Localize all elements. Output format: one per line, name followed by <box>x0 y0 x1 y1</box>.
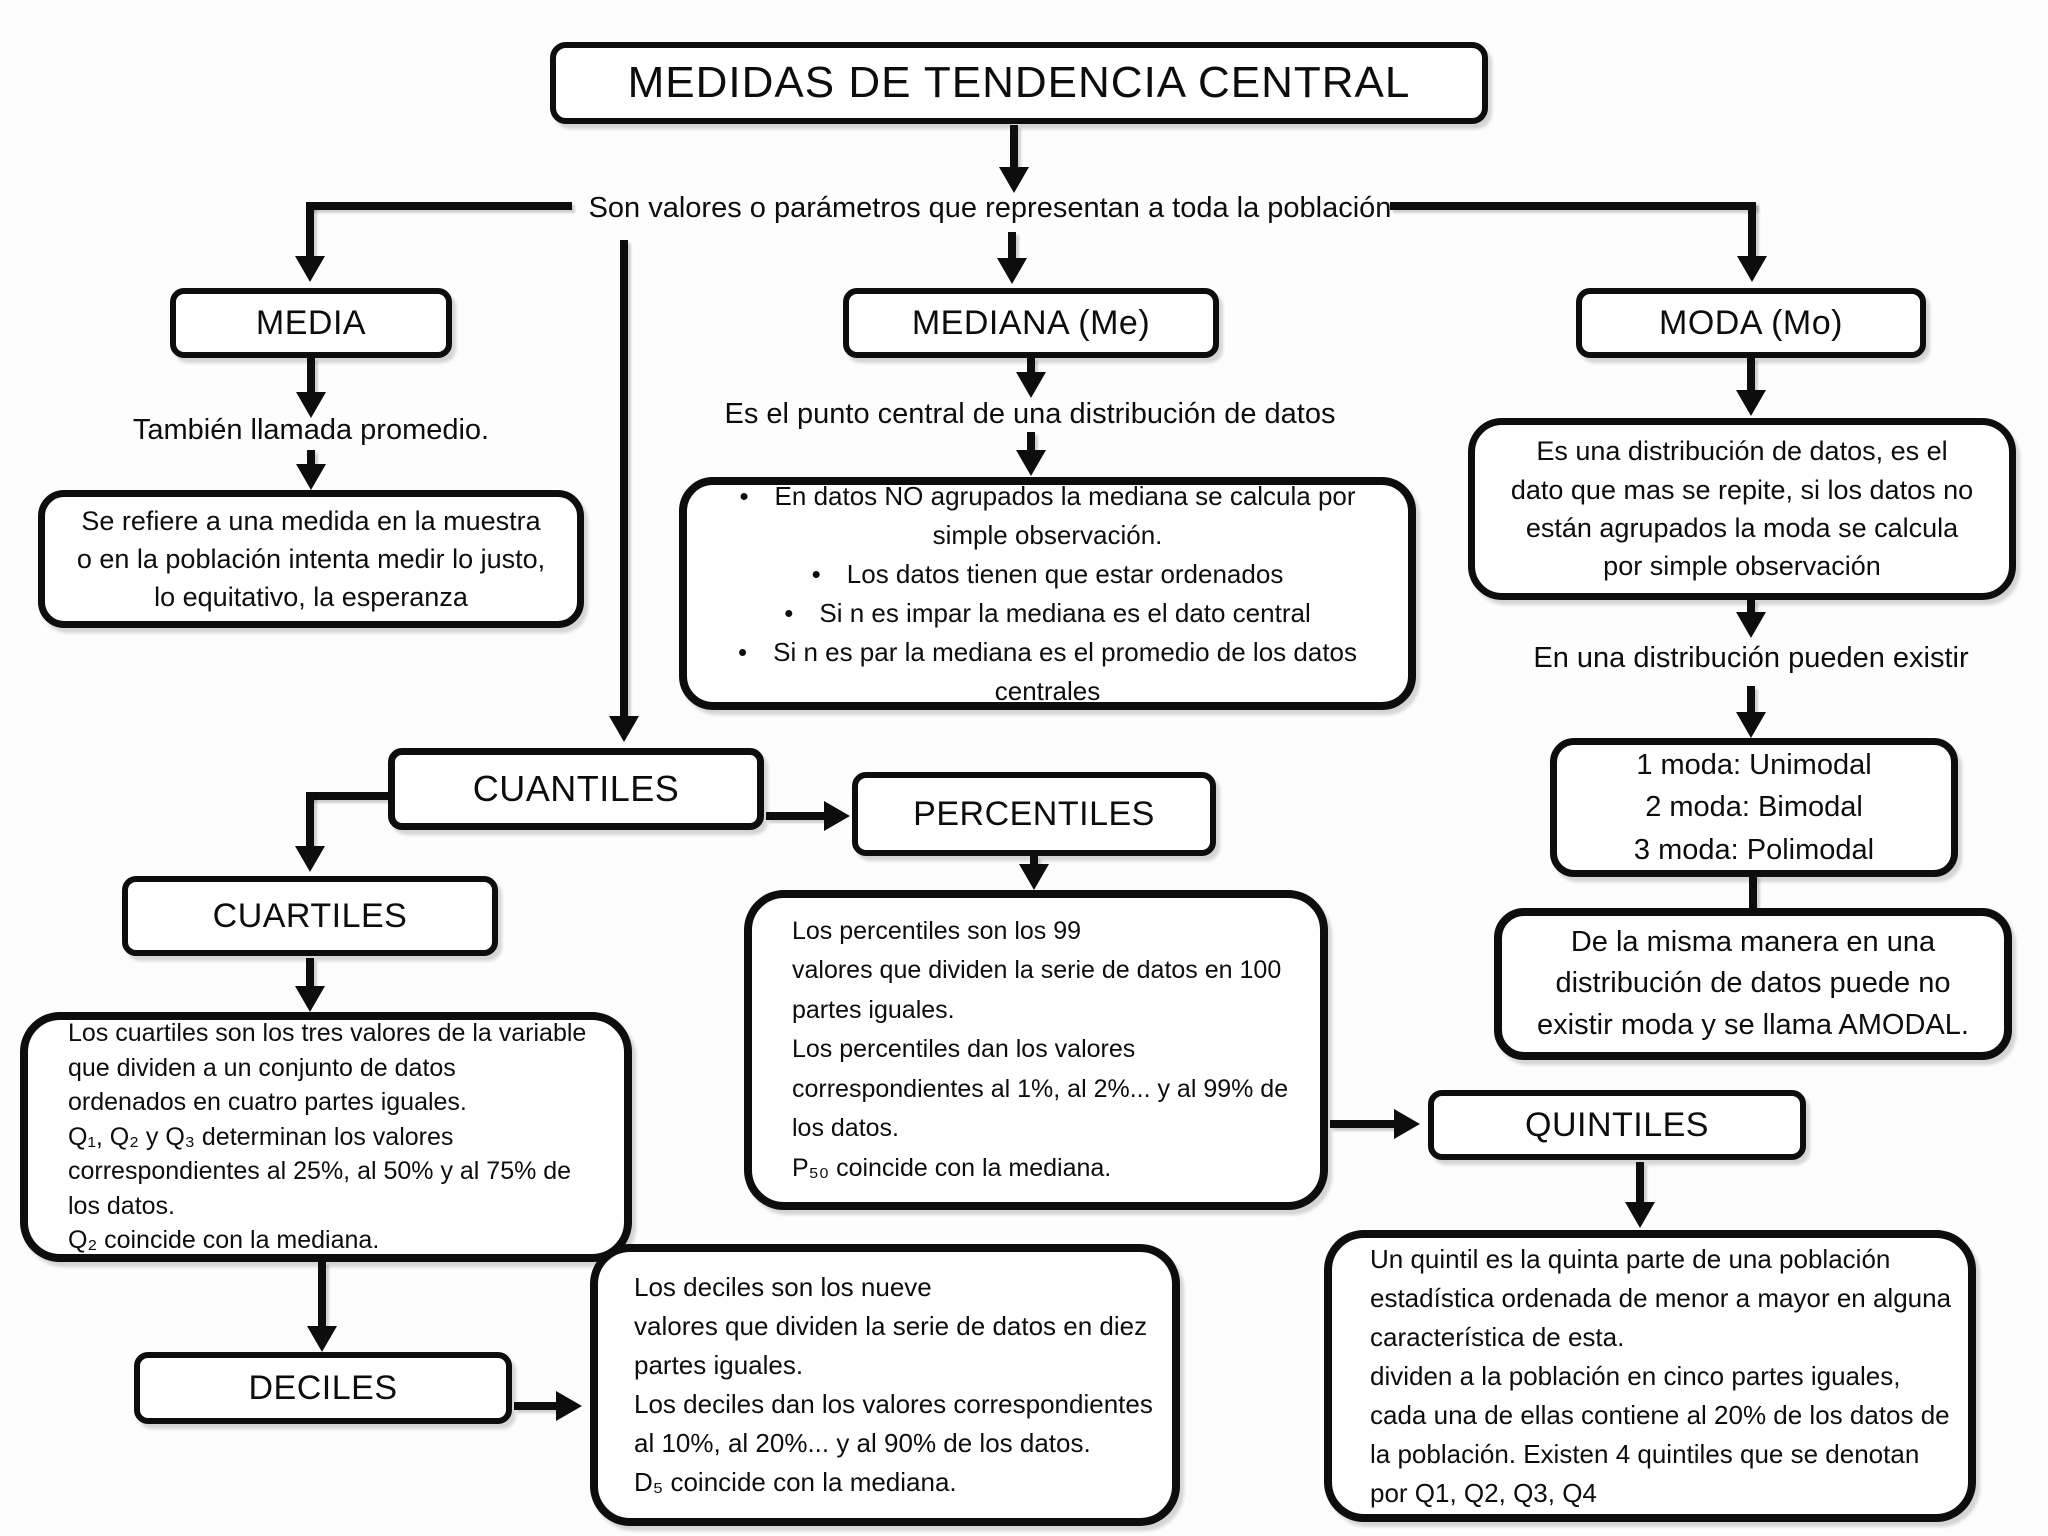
amodal-text: De la misma manera en una distribución d… <box>1537 926 1969 1041</box>
subtitle-text: Son valores o parámetros que representan… <box>588 192 1392 224</box>
arrow-to-cuantiles-head <box>609 716 639 742</box>
arrow-note-to-mediana-bullets-head <box>1016 450 1046 476</box>
mediana-box: MEDIANA (Me) <box>843 288 1219 358</box>
cuantiles-box: CUANTILES <box>388 748 764 830</box>
arrow-note-to-modes-line <box>1747 686 1755 712</box>
moda-description-box: Es una distribución de datos, es el dato… <box>1468 418 2016 600</box>
quintiles-description: Un quintil es la quinta parte de una pob… <box>1370 1243 1952 1508</box>
percentiles-box: PERCENTILES <box>852 772 1216 856</box>
quintiles-label: QUINTILES <box>1525 1105 1709 1144</box>
moda-modes: 1 moda: Unimodal 2 moda: Bimodal 3 moda:… <box>1633 749 1875 866</box>
percentiles-description: Los percentiles son los 99 valores que d… <box>792 916 1289 1182</box>
media-box: MEDIA <box>170 288 452 358</box>
arrow-cuantiles-to-cuartiles-head <box>295 846 325 872</box>
percentiles-description-box: Los percentiles son los 99 valores que d… <box>744 890 1328 1210</box>
arrow-media-to-note-head <box>296 392 326 418</box>
cuartiles-description: Los cuartiles son los tres valores de la… <box>68 1019 587 1255</box>
cuartiles-label: CUARTILES <box>212 896 408 935</box>
line-modes-to-amodal <box>1749 875 1757 908</box>
arrow-media-to-note-line <box>307 358 315 392</box>
arrow-title-to-subtitle-line <box>1010 125 1018 167</box>
mediana-bullets: • En datos NO agrupados la mediana se ca… <box>738 480 1357 706</box>
mediana-note: Es el punto central de una distribución … <box>724 398 1336 430</box>
arrow-note-to-modes-head <box>1736 712 1766 738</box>
arrow-moda-desc-to-note-line <box>1747 600 1755 612</box>
mediana-label: MEDIANA (Me) <box>911 303 1151 342</box>
cuartiles-description-box: Los cuartiles son los tres valores de la… <box>20 1012 632 1262</box>
arrow-cuartiles-to-desc-line <box>306 958 314 986</box>
arrow-cuartiles-to-desc-head <box>295 986 325 1012</box>
arrow-to-moda-head <box>1737 256 1767 282</box>
arrow-note-to-mediana-bullets-line <box>1027 432 1035 450</box>
media-description: Se refiere a una medida en la muestra o … <box>76 505 546 613</box>
media-label: MEDIA <box>255 303 367 342</box>
subtitle-left-line <box>306 202 572 210</box>
moda-label: MODA (Mo) <box>1659 303 1843 342</box>
amodal-box: De la misma manera en una distribución d… <box>1494 908 2012 1060</box>
arrow-quintiles-to-desc-line <box>1636 1162 1644 1202</box>
deciles-description: Los deciles son los nueve valores que di… <box>634 1272 1153 1497</box>
arrow-to-media-line <box>306 202 314 256</box>
quintiles-box: QUINTILES <box>1428 1090 1806 1160</box>
arrow-percentiles-to-desc-head <box>1019 864 1049 890</box>
percentiles-label: PERCENTILES <box>913 794 1155 833</box>
arrow-note-to-media-desc-head <box>296 464 326 490</box>
moda-modes-box: 1 moda: Unimodal 2 moda: Bimodal 3 moda:… <box>1550 738 1958 877</box>
moda-description: Es una distribución de datos, es el dato… <box>1510 436 1974 582</box>
arrow-cuartdesc-to-deciles-line <box>318 1262 326 1326</box>
moda-box: MODA (Mo) <box>1576 288 1926 358</box>
title-box: MEDIDAS DE TENDENCIA CENTRAL <box>550 42 1488 124</box>
arrow-moda-desc-to-note-head <box>1736 612 1766 638</box>
arrow-percentiles-to-desc-line <box>1030 856 1038 864</box>
moda-note: En una distribución pueden existir <box>1533 642 1969 674</box>
arrow-to-mediana-line <box>1008 232 1016 258</box>
arrow-title-to-subtitle-head <box>999 167 1029 193</box>
arrow-cuantiles-to-percentiles-head <box>824 801 850 831</box>
arrow-moda-to-desc-line <box>1747 358 1755 390</box>
arrow-cuantiles-to-cuartiles-hline <box>306 792 388 800</box>
subtitle-right-line <box>1390 202 1756 210</box>
arrow-mediana-to-note-line <box>1027 358 1035 372</box>
quintiles-description-box: Un quintil es la quinta parte de una pob… <box>1324 1230 1976 1522</box>
arrow-note-to-media-desc-line <box>307 450 315 464</box>
deciles-description-box: Los deciles son los nueve valores que di… <box>590 1244 1180 1526</box>
page-title: MEDIDAS DE TENDENCIA CENTRAL <box>627 58 1411 107</box>
arrow-quintiles-to-desc-head <box>1625 1202 1655 1228</box>
deciles-label: DECILES <box>248 1368 398 1407</box>
cuartiles-box: CUARTILES <box>122 876 498 956</box>
arrow-deciles-to-desc-head <box>556 1391 582 1421</box>
arrow-cuantiles-to-cuartiles-vline <box>306 792 314 846</box>
arrow-percdesc-to-quintiles-line <box>1330 1120 1394 1128</box>
arrow-deciles-to-desc-line <box>514 1402 556 1410</box>
deciles-box: DECILES <box>134 1352 512 1424</box>
arrow-to-media-head <box>295 256 325 282</box>
arrow-to-cuantiles-line <box>620 240 628 716</box>
media-description-box: Se refiere a una medida en la muestra o … <box>38 490 584 628</box>
arrow-moda-to-desc-head <box>1736 390 1766 416</box>
arrow-percdesc-to-quintiles-head <box>1394 1109 1420 1139</box>
arrow-mediana-to-note-head <box>1016 372 1046 398</box>
arrow-cuartdesc-to-deciles-head <box>307 1326 337 1352</box>
arrow-to-moda-line <box>1748 202 1756 256</box>
cuantiles-label: CUANTILES <box>472 768 680 809</box>
arrow-to-mediana-head <box>997 258 1027 284</box>
media-note: También llamada promedio. <box>132 414 490 446</box>
mediana-bullets-box: • En datos NO agrupados la mediana se ca… <box>679 477 1416 710</box>
arrow-cuantiles-to-percentiles-line <box>766 812 824 820</box>
